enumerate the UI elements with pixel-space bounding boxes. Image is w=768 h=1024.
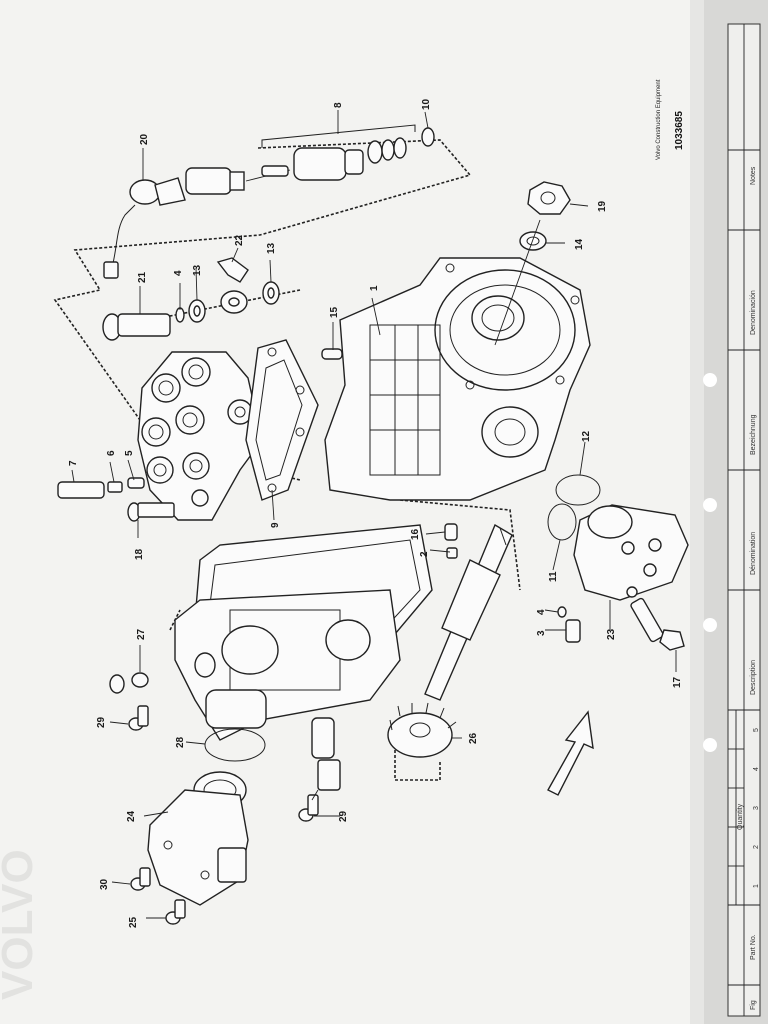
callout-16: 16 (410, 528, 421, 540)
part-9-gasket (245, 339, 319, 501)
callout-8: 8 (333, 102, 344, 108)
part-24-actuator (147, 771, 249, 906)
leader-lines (71, 111, 677, 919)
callout-6: 6 (106, 450, 117, 456)
part-1-main-housing (324, 257, 591, 501)
fig-header: Fig (750, 1000, 757, 1010)
callout-22: 22 (234, 234, 245, 246)
callout-15: 15 (329, 306, 340, 318)
denominacion-header: Denominación (750, 290, 757, 335)
part-15-pin (321, 348, 343, 360)
callout-5: 5 (124, 450, 135, 456)
part-no-header: Part No. (750, 934, 757, 960)
part-12-o-ring (555, 474, 601, 506)
callout-2: 2 (419, 551, 430, 557)
valve-block (137, 351, 263, 521)
part-11-o-ring (547, 503, 577, 541)
binder-hole (703, 738, 717, 752)
part-25-screw (165, 899, 186, 925)
callout-29-upper: 29 (96, 716, 107, 728)
callout-11: 11 (548, 571, 559, 582)
callout-19: 19 (597, 200, 608, 212)
part-19-nut (527, 181, 571, 215)
quantity-header: Quantity (737, 803, 744, 830)
qty-col-4: 4 (753, 767, 760, 771)
qty-col-3: 3 (753, 806, 760, 810)
callout-17: 17 (672, 676, 683, 688)
callout-28: 28 (175, 736, 186, 748)
plug-spring-ball (57, 477, 145, 499)
part-29-screw-upper (128, 705, 149, 731)
callout-20: 20 (139, 133, 150, 145)
direction-arrow (547, 710, 594, 796)
binder-hole (703, 618, 717, 632)
denomination-header: Dénomination (750, 532, 757, 575)
callout-26: 26 (468, 732, 479, 744)
part-27-plug (109, 672, 149, 694)
qty-col-5: 5 (753, 728, 760, 732)
drive-shaft (424, 523, 513, 701)
callout-14: 14 (574, 238, 585, 250)
callout-9: 9 (270, 522, 281, 528)
description-header: Description (750, 660, 757, 695)
callout-23: 23 (606, 628, 617, 640)
callout-21: 21 (137, 271, 148, 283)
callout-18: 18 (134, 548, 145, 560)
banjo-fitting-parts (102, 257, 280, 341)
part-18-bolt (127, 502, 175, 522)
part-23-pump (573, 504, 689, 601)
part-14-washer (519, 231, 547, 251)
part-29-screw-lower (298, 794, 319, 822)
part-8-valve-assembly (261, 110, 435, 181)
volvo-watermark: VOLVO (0, 849, 42, 1000)
notes-header: Notes (750, 166, 757, 185)
speed-sensor (311, 717, 341, 801)
callout-labels: 1 2 3 4 4 5 6 7 8 10 9 11 12 13 13 14 15… (68, 98, 683, 928)
callout-12: 12 (581, 430, 592, 442)
part-3-plug (565, 619, 581, 643)
lower-housing (174, 589, 401, 741)
qty-col-1: 1 (753, 884, 760, 888)
callout-1: 1 (369, 285, 380, 291)
callout-4-upper: 4 (173, 270, 184, 276)
callout-24: 24 (126, 810, 137, 822)
bezeichnung-header: Bezeichnung (750, 414, 757, 455)
callout-7: 7 (68, 460, 79, 466)
part-20-solenoid (103, 165, 291, 279)
part-2-key (446, 547, 458, 559)
callout-10: 10 (421, 98, 432, 110)
callout-29-lower: 29 (338, 810, 349, 822)
part-30-screw (130, 867, 151, 891)
binder-hole (703, 498, 717, 512)
part-28-o-ring (204, 728, 266, 762)
callout-25: 25 (128, 916, 139, 928)
part-16-pin (444, 523, 458, 541)
binder-hole (703, 373, 717, 387)
callout-30: 30 (99, 878, 110, 890)
title-block: Fig Part No. Quantity 1 2 3 4 5 Descript… (727, 23, 761, 1017)
part-26-gear (387, 702, 457, 758)
callout-3: 3 (536, 630, 547, 636)
vendor-name: Volvo Construction Equipment (656, 79, 662, 160)
callout-27: 27 (136, 628, 147, 640)
drawing-number: 1033685 (674, 111, 685, 150)
part-4-ring (557, 606, 567, 618)
callout-13-right: 13 (266, 242, 277, 254)
callout-4-lower: 4 (536, 609, 547, 615)
qty-col-2: 2 (753, 845, 760, 849)
callout-13-left: 13 (192, 264, 203, 276)
part-17-bolt (630, 597, 685, 651)
